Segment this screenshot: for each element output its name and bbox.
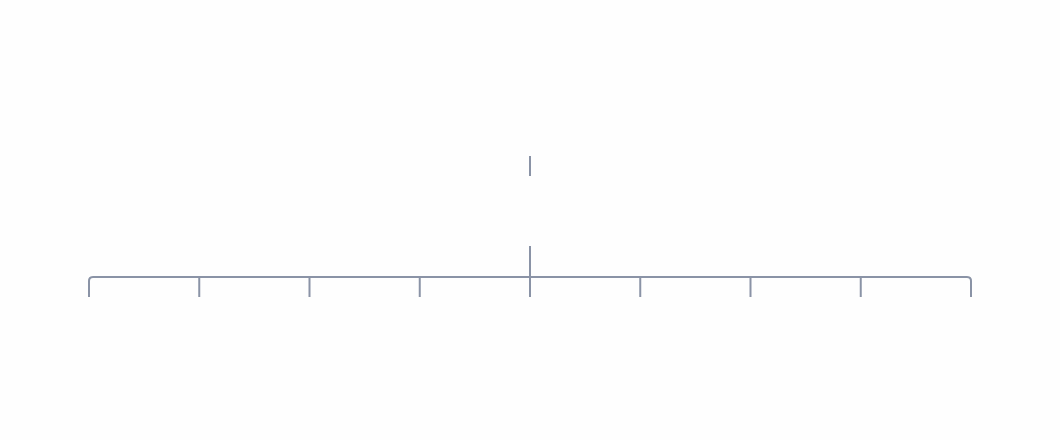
tree-diagram (88, 156, 972, 297)
